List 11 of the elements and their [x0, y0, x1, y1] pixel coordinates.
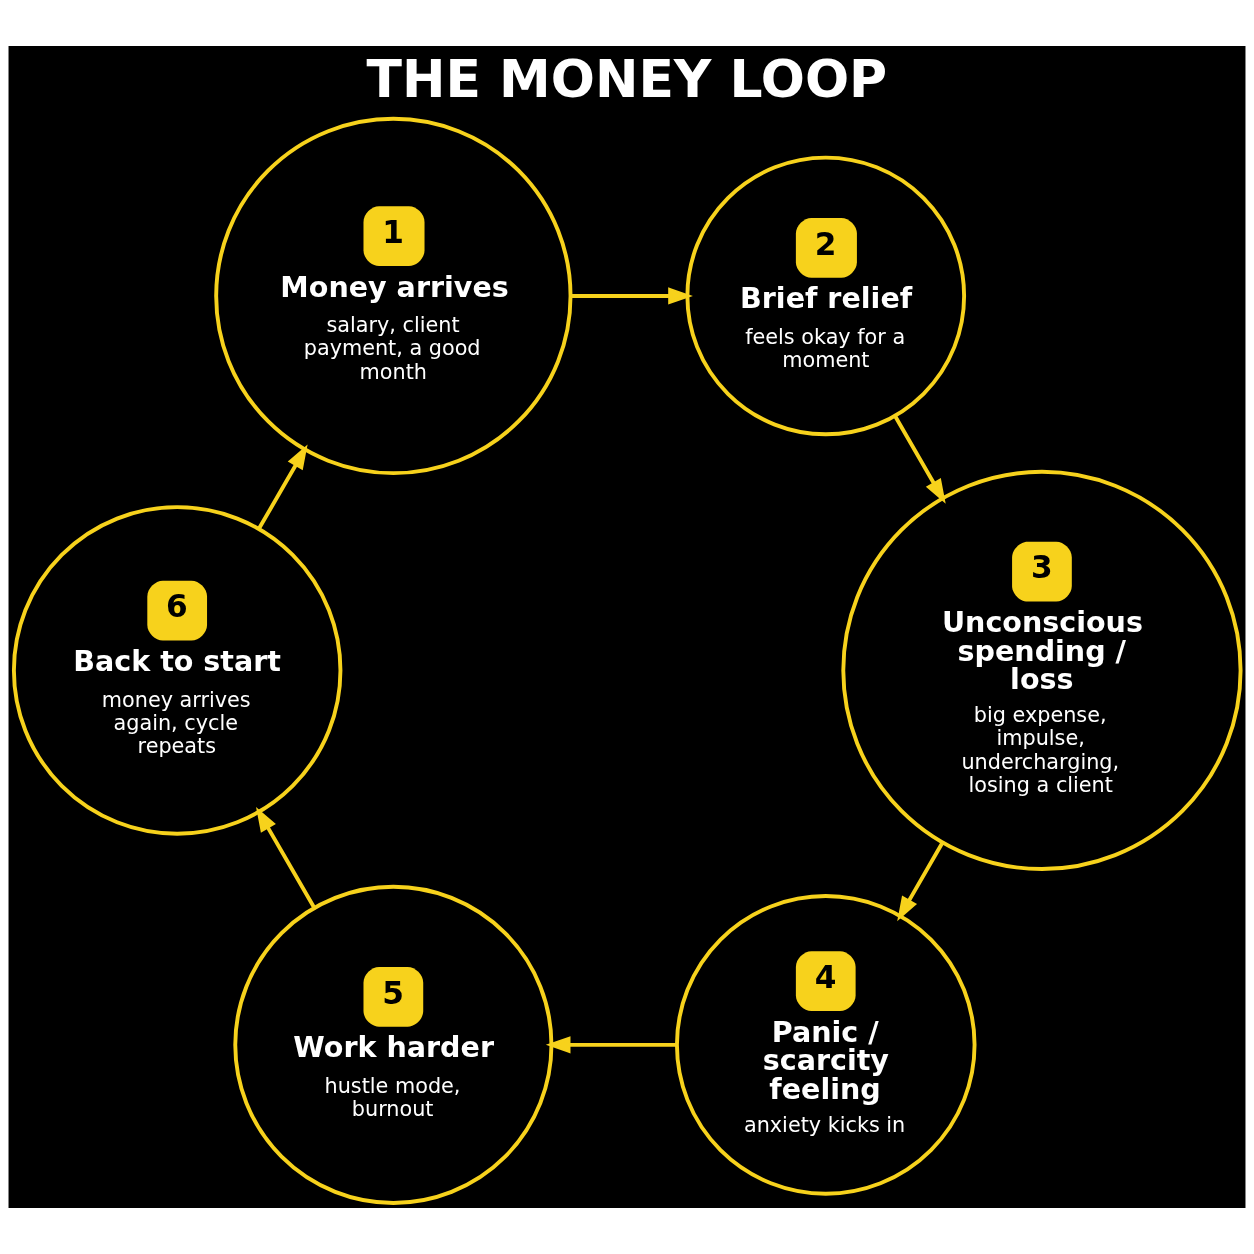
node-circle: 1 Money arrives salary, client payment, a good month [214, 116, 573, 476]
arrow [257, 444, 308, 530]
diagram-title: THE MONEY LOOP [366, 48, 888, 109]
node-circle: 3 Unconscious spending / loss big expense, impulse, undercharging, losing a client [841, 469, 1243, 871]
node-circle: 5 Work harder hustle mode, burnout [233, 884, 554, 1205]
node-circle: 2 Brief relief feels okay for a moment [685, 155, 967, 437]
arrow [256, 806, 316, 909]
arrow [545, 1036, 677, 1054]
arrow [897, 841, 945, 922]
arrow [893, 415, 946, 504]
arrow [571, 287, 693, 305]
